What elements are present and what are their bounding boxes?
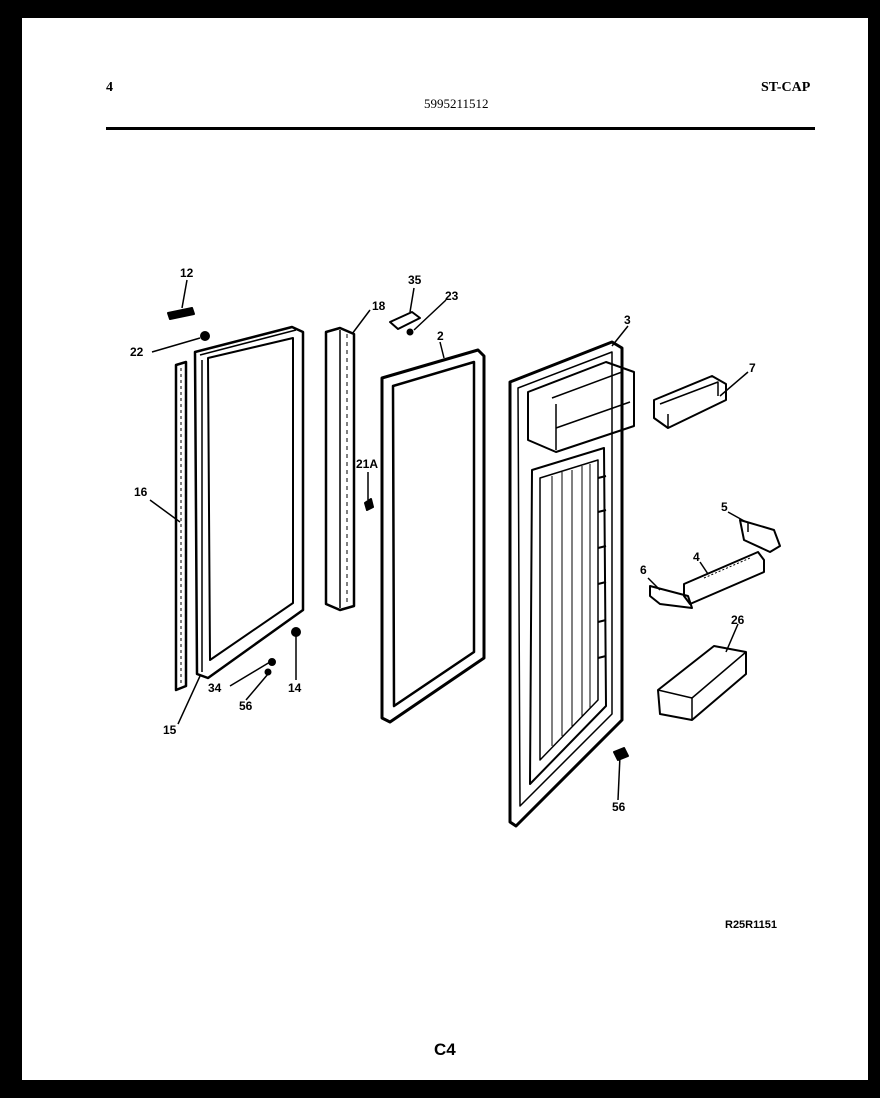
part-56-lower-screw xyxy=(613,747,629,761)
scan-mark xyxy=(0,680,6,682)
part-56-screw xyxy=(264,668,272,676)
part-7-shelf xyxy=(653,375,727,429)
part-22-screw xyxy=(200,331,210,341)
callout-16: 16 xyxy=(134,485,148,499)
part-4-retainer-bar xyxy=(683,551,765,605)
callout-6: 6 xyxy=(640,563,647,577)
part-26-door-bin xyxy=(657,645,747,721)
callout-4: 4 xyxy=(693,550,700,564)
style-code: ST-CAP xyxy=(761,80,811,95)
part-15-door-frame xyxy=(193,325,305,680)
callout-34: 34 xyxy=(208,681,222,695)
callout-14: 14 xyxy=(288,681,302,695)
header-rule xyxy=(106,127,815,130)
callout-3: 3 xyxy=(624,313,631,327)
part-12-handle xyxy=(167,307,195,320)
paper xyxy=(22,18,868,1080)
callout-21a: 21A xyxy=(356,457,378,471)
scan-mark xyxy=(0,805,6,807)
leader-lines xyxy=(149,279,749,801)
scan-mark xyxy=(0,972,6,974)
drawing-code: R25R1151 xyxy=(725,919,777,931)
part-21a-screw xyxy=(364,498,374,511)
callout-22: 22 xyxy=(130,345,144,359)
callout-7: 7 xyxy=(749,361,756,375)
callout-23: 23 xyxy=(445,289,459,303)
callout-2: 2 xyxy=(437,329,444,343)
callout-35: 35 xyxy=(408,273,422,287)
page-number: 4 xyxy=(106,80,113,95)
part-5-retainer-end xyxy=(739,519,781,553)
page-code: C4 xyxy=(434,1040,456,1059)
part-35-clip xyxy=(389,311,421,336)
callout-15: 15 xyxy=(163,723,177,737)
callout-26: 26 xyxy=(731,613,745,627)
part-14-plug xyxy=(291,627,301,637)
callout-56-lower: 56 xyxy=(612,800,626,814)
callout-56-upper: 56 xyxy=(239,699,253,713)
part-18-channel xyxy=(324,326,356,612)
callout-12: 12 xyxy=(180,266,194,280)
part-6-retainer-end xyxy=(649,585,693,609)
part-2-gasket xyxy=(380,348,486,724)
model-number: 5995211512 xyxy=(424,96,489,111)
callout-18: 18 xyxy=(372,299,386,313)
part-16-strip xyxy=(174,360,188,692)
callout-5: 5 xyxy=(721,500,728,514)
part-3-inner-door xyxy=(508,340,635,828)
